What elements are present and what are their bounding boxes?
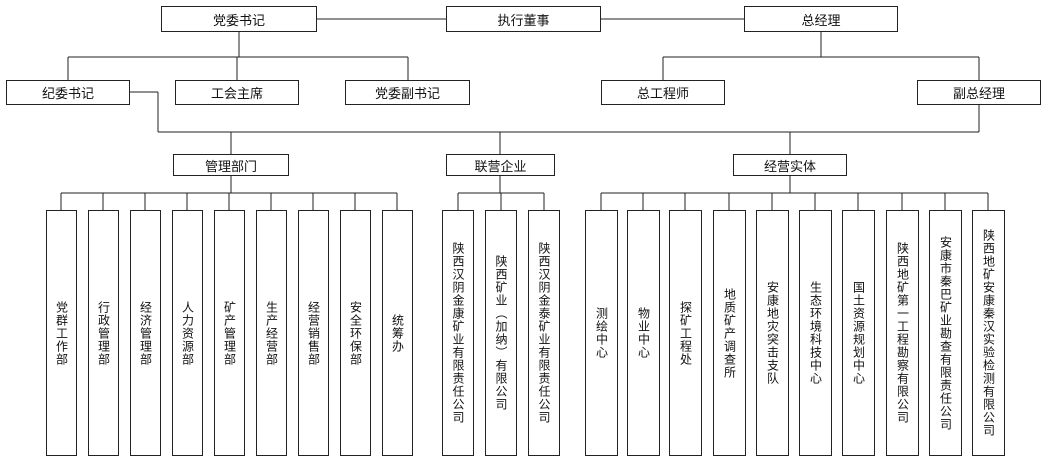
management-item-label: 党群工作部 bbox=[54, 300, 69, 366]
deputy-gm-box: 副总经理 bbox=[917, 80, 1041, 105]
joint-item: 陕西汉阴金泰矿业有限责任公司 bbox=[528, 210, 560, 456]
business-item: 测绘中心 bbox=[585, 210, 618, 456]
business-item: 陕西地矿安康秦汉实验检测有限公司 bbox=[972, 210, 1005, 456]
management-item: 党群工作部 bbox=[46, 210, 77, 456]
discipline-secretary-box: 纪委书记 bbox=[6, 80, 130, 105]
business-item-label: 物业中心 bbox=[636, 307, 651, 359]
management-item-label: 生产经营部 bbox=[264, 300, 279, 366]
executive-box: 执行董事 bbox=[446, 6, 601, 32]
management-item: 统筹办 bbox=[382, 210, 413, 456]
business-item-label: 安康地灾突击支队 bbox=[765, 281, 780, 385]
joint-item-label: 陕西矿业（加纳）有限公司 bbox=[494, 255, 508, 411]
management-item: 安全环保部 bbox=[340, 210, 371, 456]
business-item-label: 陕西地矿安康秦汉实验检测有限公司 bbox=[981, 229, 996, 437]
management-item-label: 经营销售部 bbox=[306, 300, 321, 366]
management-item: 经济管理部 bbox=[130, 210, 161, 456]
management-item-label: 矿产管理部 bbox=[222, 300, 237, 366]
management-item: 行政管理部 bbox=[88, 210, 119, 456]
deputy-party-secretary-box: 党委副书记 bbox=[345, 80, 470, 105]
business-item: 地质矿产调查所 bbox=[713, 210, 746, 456]
business-item: 安康市秦巴矿业勘查有限责任公司 bbox=[929, 210, 962, 456]
business-group-box: 经营实体 bbox=[733, 154, 847, 176]
business-item: 生态环境科技中心 bbox=[799, 210, 832, 456]
party-secretary-box: 党委书记 bbox=[161, 6, 317, 32]
joint-group-box: 联营企业 bbox=[446, 154, 555, 176]
management-item: 矿产管理部 bbox=[214, 210, 245, 456]
business-item: 探矿工程处 bbox=[669, 210, 702, 456]
management-item-label: 统筹办 bbox=[390, 313, 405, 353]
joint-item: 陕西汉阴金康矿业有限责任公司 bbox=[442, 210, 474, 456]
management-group-box: 管理部门 bbox=[173, 154, 289, 176]
business-item-label: 地质矿产调查所 bbox=[722, 287, 737, 379]
business-item: 物业中心 bbox=[627, 210, 660, 456]
management-item-label: 人力资源部 bbox=[180, 300, 195, 366]
management-item: 生产经营部 bbox=[256, 210, 287, 456]
joint-item: 陕西矿业（加纳）有限公司 bbox=[485, 210, 517, 456]
business-item-label: 生态环境科技中心 bbox=[808, 281, 823, 385]
business-item: 国土资源规划中心 bbox=[842, 210, 875, 456]
business-item: 安康地灾突击支队 bbox=[756, 210, 789, 456]
management-item-label: 行政管理部 bbox=[96, 300, 111, 366]
union-chair-box: 工会主席 bbox=[175, 80, 299, 105]
business-item: 陕西地矿第一工程勘察有限公司 bbox=[886, 210, 919, 456]
business-item-label: 陕西地矿第一工程勘察有限公司 bbox=[895, 242, 910, 424]
management-item: 经营销售部 bbox=[298, 210, 329, 456]
management-item: 人力资源部 bbox=[172, 210, 203, 456]
business-item-label: 测绘中心 bbox=[594, 307, 609, 359]
business-item-label: 探矿工程处 bbox=[678, 300, 693, 366]
joint-item-label: 陕西汉阴金康矿业有限责任公司 bbox=[451, 242, 465, 424]
management-item-label: 安全环保部 bbox=[348, 300, 363, 366]
general-manager-box: 总经理 bbox=[744, 6, 898, 32]
chief-engineer-box: 总工程师 bbox=[601, 80, 725, 105]
business-item-label: 安康市秦巴矿业勘查有限责任公司 bbox=[938, 235, 953, 431]
joint-item-label: 陕西汉阴金泰矿业有限责任公司 bbox=[537, 242, 551, 424]
business-item-label: 国土资源规划中心 bbox=[851, 281, 866, 385]
management-item-label: 经济管理部 bbox=[138, 300, 153, 366]
